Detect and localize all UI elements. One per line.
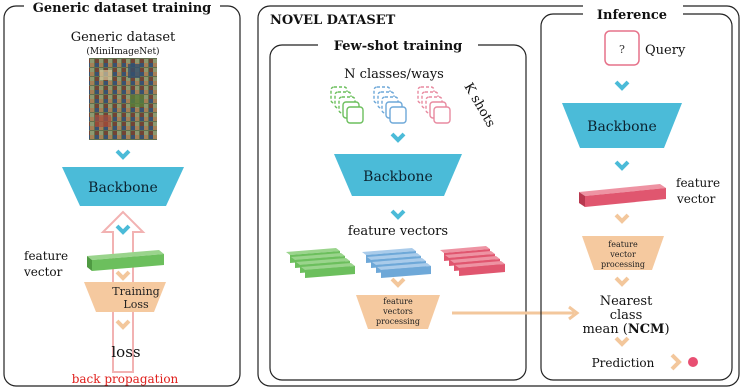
inference-processing-label-2: vector [609,250,636,259]
ncm-label-3b: NCM [628,322,665,337]
ncm-label-3c: ) [664,322,669,337]
feature-vectors-green [286,248,355,278]
query-mark: ? [619,43,625,56]
generic-backbone [62,167,184,206]
chevron-down-icon [390,277,406,288]
chevron-down-icon [614,160,630,171]
feature-vectors-blue [362,248,431,278]
inference-processing-label-3: processing [601,260,645,269]
feature-vectors-label: feature vectors [348,224,448,239]
backprop-arrow [100,210,146,373]
class-red-shots [417,86,451,124]
generic-feature-vector-label-2: vector [23,265,63,279]
inference-feature-vector-bar [579,184,666,207]
inference-feature-vector-label-2: vector [676,192,716,206]
chevron-down-icon [614,80,630,91]
chevron-down-icon [390,209,406,220]
fewshot-to-ncm-arrow [452,305,580,321]
fewshot-processing-label-3: processing [376,317,420,326]
inference-processing-label-1: feature [608,240,638,249]
generic-dataset-sub: (MiniImageNet) [86,46,159,57]
generic-backbone-label: Backbone [88,180,158,196]
fewshot-panel-frame [269,44,527,381]
backprop-label: back propagation [72,372,179,386]
fewshot-processing-label-1: feature [383,297,413,306]
fewshot-processing-label-2: vectors [382,307,413,316]
chevron-down-icon [614,336,630,347]
loss-label: loss [111,343,140,361]
fewshot-backbone-label: Backbone [363,169,433,185]
training-loss-box [84,282,166,312]
generic-feature-vector-label-1: feature [24,249,68,263]
dataset-image-mosaic [89,58,157,140]
fewshot-backbone [334,154,462,196]
ncm-label-2: class [610,308,643,323]
training-loss-label-1: Training [112,285,159,298]
generic-panel: Generic dataset training Generic dataset… [3,0,241,387]
fewshot-processing-box [356,295,440,329]
inference-feature-vector-label-1: feature [676,176,720,190]
prediction-label: Prediction [592,356,655,370]
ncm-label-1: Nearest [600,294,653,309]
inference-processing-box [582,236,664,270]
chevron-down-icon [614,213,630,224]
novel-panel-frame [257,5,740,387]
chevron-down-icon [390,132,406,143]
chevron-right-icon [670,353,682,371]
chevron-down-icon [115,319,131,330]
novel-panel: NOVEL DATASET Few-shot training N classe… [257,5,740,387]
generic-feature-vector-bar [87,250,164,271]
chevron-down-icon [115,149,131,160]
chevron-down-icon [115,224,131,235]
feature-vectors-red [440,246,505,276]
class-blue-shots [373,86,407,124]
chevron-down-icon [115,270,131,281]
inference-panel: Inference ? Query Backbone feature vecto… [540,5,733,381]
prediction-dot [688,357,698,367]
chevron-down-icon [614,276,630,287]
query-box [604,30,640,66]
ncm-label-3: mean (NCM) [582,322,669,337]
query-label: Query [645,43,686,58]
ncm-label-3a: mean ( [582,322,627,337]
fewshot-panel-title: Few-shot training [334,39,463,54]
inference-backbone [562,103,682,148]
training-loss-label-2: Loss [123,298,149,311]
generic-panel-title: Generic dataset training [33,1,212,16]
inference-panel-title: Inference [597,8,667,23]
novel-panel-title: NOVEL DATASET [270,13,396,28]
classes-label: N classes/ways [344,67,444,82]
fewshot-panel: Few-shot training N classes/ways [269,36,527,381]
class-green-shots [330,86,364,124]
generic-dataset-name: Generic dataset [71,30,176,45]
kshots-label: K shots [461,81,498,131]
inference-backbone-label: Backbone [587,119,657,135]
